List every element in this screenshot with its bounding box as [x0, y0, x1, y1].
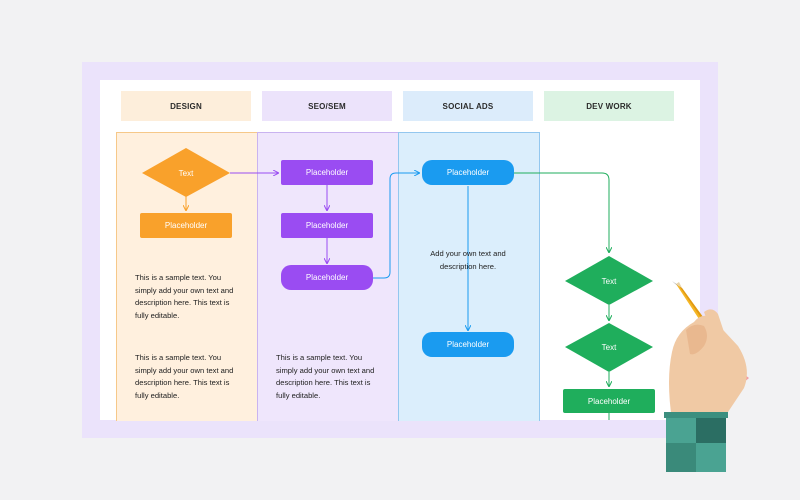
design-description-1: This is a sample text. You simply add yo…: [135, 273, 234, 320]
design-placeholder-box: Placeholder: [140, 213, 232, 238]
lane-header-social-ads: SOCIAL ADS: [403, 91, 533, 121]
dev-decision-diamond-1: [565, 256, 653, 305]
design-decision-label: Text: [178, 168, 194, 178]
arrow-seo-to-social: [373, 173, 419, 279]
design-decision-diamond: [142, 148, 230, 197]
lane-header-seo-sem: SEO/SEM: [262, 91, 392, 121]
social-placeholder-pill-1: Placeholder: [422, 160, 514, 185]
dev-decision-diamond-2: [565, 323, 653, 372]
seo-placeholder-pill: Placeholder: [281, 265, 373, 290]
dev-decision-label-1: Text: [601, 276, 617, 286]
design-description-2: This is a sample text. You simply add yo…: [135, 353, 234, 400]
sleeve-shape: [664, 412, 728, 472]
dev-placeholder-box: Placeholder: [563, 389, 655, 413]
social-description: Add your own text and description here.: [430, 249, 506, 271]
lane-header-design: DESIGN: [121, 91, 251, 121]
dev-decision-label-2: Text: [601, 342, 617, 352]
seo-placeholder-box-1: Placeholder: [281, 160, 373, 185]
lane-header-dev-work: DEV WORK: [544, 91, 674, 121]
arrow-social-to-dev: [514, 172, 609, 252]
seo-description: This is a sample text. You simply add yo…: [276, 353, 375, 400]
social-placeholder-pill-2: Placeholder: [422, 332, 514, 357]
seo-placeholder-box-2: Placeholder: [281, 213, 373, 238]
hand-shape: [669, 309, 747, 420]
